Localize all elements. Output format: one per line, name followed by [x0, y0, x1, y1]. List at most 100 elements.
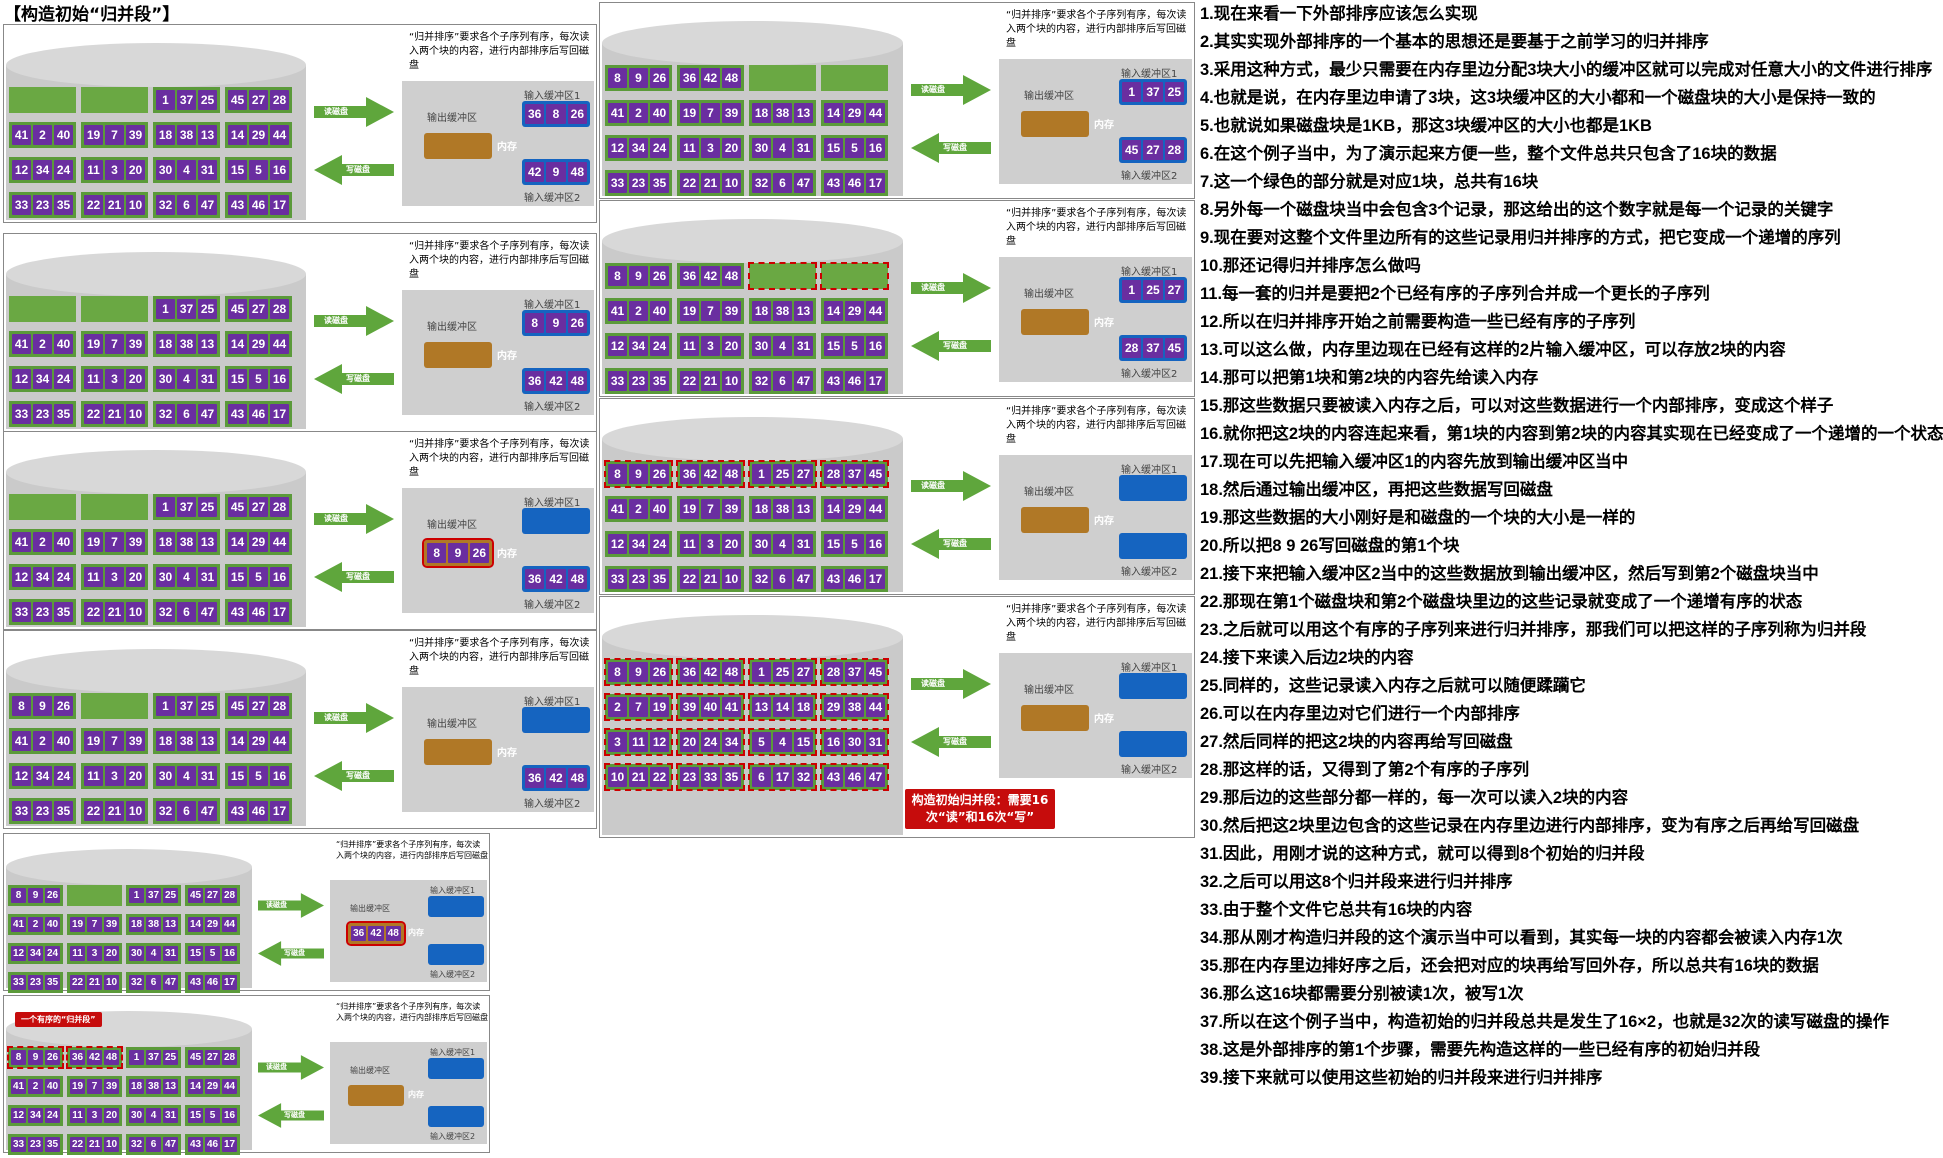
- output-buffer-label: 输出缓冲区: [1024, 91, 1074, 102]
- record-key: 16: [270, 160, 289, 180]
- record-key: 38: [177, 532, 196, 552]
- record-key: 38: [773, 301, 792, 321]
- record-key: 30: [156, 369, 175, 389]
- record-key: 26: [650, 662, 669, 682]
- record-key: 12: [11, 1108, 26, 1123]
- record-key: 4: [773, 534, 792, 554]
- output-buffer: [1021, 705, 1089, 731]
- record-key: 24: [54, 160, 73, 180]
- input-buffer-2-label: 输入缓冲区2: [524, 799, 581, 810]
- record-key: 24: [650, 336, 669, 356]
- record-key: 22: [680, 173, 699, 193]
- record-key: 14: [188, 917, 203, 932]
- output-buffer: [1021, 111, 1089, 137]
- record-key: 46: [845, 767, 864, 787]
- record-key: 6: [177, 801, 196, 821]
- record-key: 44: [866, 301, 885, 321]
- record-key: 33: [701, 767, 720, 787]
- record-key: 36: [525, 768, 545, 788]
- record-key: 36: [680, 662, 699, 682]
- record-key: 6: [773, 371, 792, 391]
- record-key: 8: [12, 696, 31, 716]
- record-key: 16: [222, 946, 237, 961]
- record-key: 46: [205, 975, 220, 990]
- input-buffer-1: [428, 1058, 484, 1079]
- record-key: 21: [105, 404, 124, 424]
- record-key: 31: [198, 160, 217, 180]
- record-key: 27: [249, 90, 268, 110]
- record-key: 24: [54, 369, 73, 389]
- record-key: 28: [270, 696, 289, 716]
- record-key: 39: [680, 697, 699, 717]
- record-key: 5: [845, 336, 864, 356]
- record-key: 31: [163, 946, 178, 961]
- memory-label: 内存: [1094, 318, 1114, 329]
- record-key: 24: [54, 567, 73, 587]
- memory-label: 内存: [497, 549, 517, 560]
- read-disk-label: 读磁盘: [921, 481, 945, 490]
- record-key: 11: [70, 946, 85, 961]
- record-key: 7: [105, 334, 124, 354]
- record-key: 43: [824, 569, 843, 589]
- record-key: 17: [270, 404, 289, 424]
- record-key: 9: [28, 1050, 43, 1065]
- output-buffer-label: 输出缓冲区: [427, 520, 477, 531]
- record-key: 41: [11, 1079, 26, 1094]
- record-key: 27: [249, 497, 268, 517]
- record-key: 11: [680, 138, 699, 158]
- step-item: 13.可以这么做，内存里边现在已经有这样的2片输入缓冲区，可以存放2块的内容: [1200, 341, 1786, 359]
- record-key: 17: [866, 371, 885, 391]
- record-key: 22: [84, 404, 103, 424]
- step-item: 37.所以在这个例子当中，构造初始的归并段总共是发生了16×2，也就是32次的读…: [1200, 1013, 1889, 1031]
- record-key: 32: [156, 801, 175, 821]
- record-key: 35: [54, 404, 73, 424]
- record-key: 12: [12, 766, 31, 786]
- record-key: 2: [33, 532, 52, 552]
- output-buffer-label: 输出缓冲区: [1024, 685, 1074, 696]
- disk-block: [820, 262, 889, 290]
- record-key: 20: [126, 567, 145, 587]
- record-key: 43: [228, 404, 247, 424]
- step-item: 23.之后就可以用这个有序的子序列来进行归并排序，那我们可以把这样的子序列称为归…: [1200, 621, 1867, 639]
- record-key: 31: [866, 732, 885, 752]
- record-key: 42: [87, 1050, 102, 1065]
- record-key: 23: [33, 602, 52, 622]
- read-disk-label: 读磁盘: [921, 283, 945, 292]
- step-item: 2.其实实现外部排序的一个基本的思想还是要基于之前学习的归并排序: [1200, 33, 1709, 51]
- record-key: 10: [126, 602, 145, 622]
- record-key: 10: [104, 975, 119, 990]
- disk-block: [9, 296, 76, 322]
- record-key: 13: [163, 1079, 178, 1094]
- step-item: 30.然后把这2块里边包含的这些记录在内存里边进行内部排序，变为有序之后再给写回…: [1200, 817, 1860, 835]
- disk-block: [81, 494, 148, 520]
- record-key: 4: [177, 369, 196, 389]
- record-key: 15: [824, 336, 843, 356]
- record-key: 28: [1122, 338, 1142, 358]
- record-key: 48: [722, 662, 741, 682]
- memory-label: 内存: [497, 351, 517, 362]
- record-key: 3: [701, 138, 720, 158]
- record-key: 27: [1143, 140, 1163, 160]
- record-key: 11: [84, 766, 103, 786]
- record-key: 23: [629, 569, 648, 589]
- step-item: 39.接下来就可以使用这些初始的归并段来进行归并排序: [1200, 1069, 1603, 1087]
- record-key: 20: [722, 138, 741, 158]
